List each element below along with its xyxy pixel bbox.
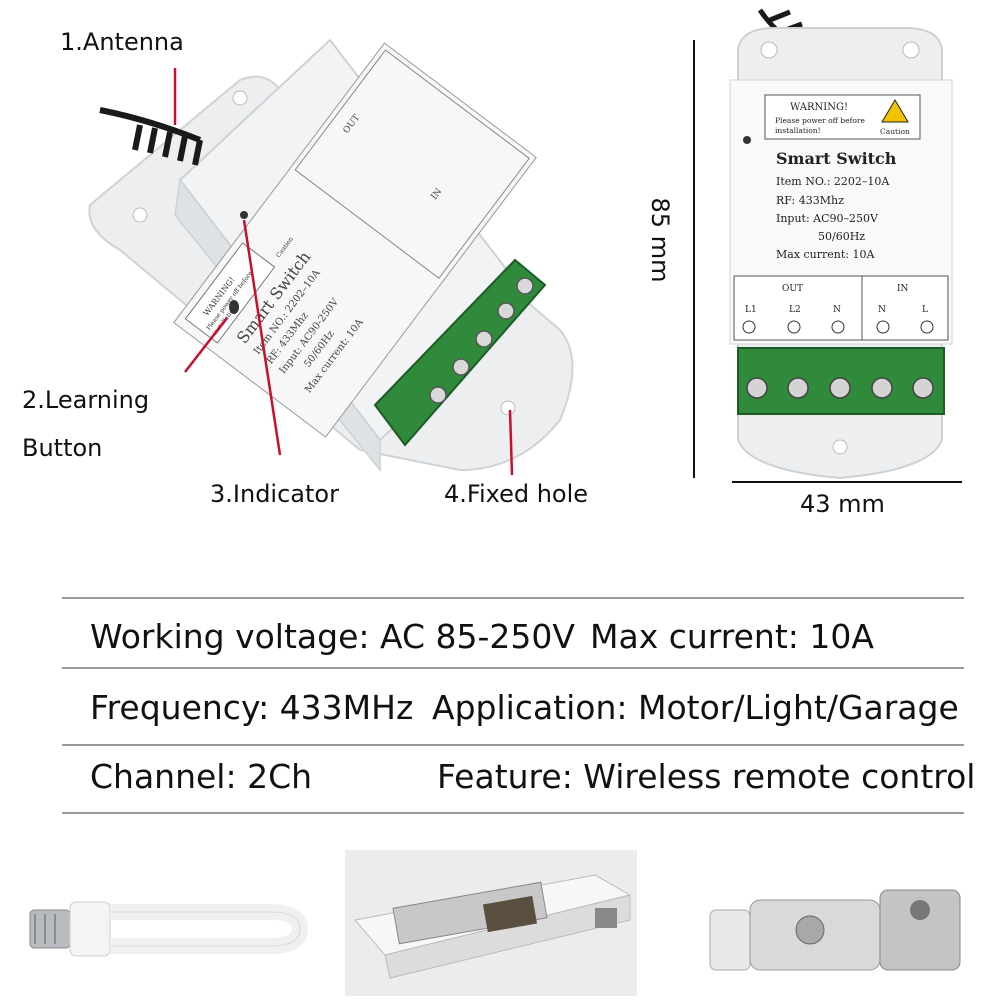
terminal-l2: L2: [789, 305, 801, 315]
spec-application: Application: Motor/Light/Garage: [432, 688, 959, 727]
product-name: Smart Switch: [776, 149, 897, 168]
mount-hole-left: [132, 207, 148, 223]
callout-antenna: 1.Antenna: [60, 28, 184, 56]
indicator-led: [240, 211, 248, 219]
fixed-hole-icon: [500, 400, 516, 416]
bottom-hole: [832, 439, 848, 455]
rf-spec: RF: 433Mhz: [776, 194, 844, 207]
product-photo-angled: WARNING! Please power off before install…: [88, 38, 574, 476]
terminal-l-in: L: [922, 305, 928, 315]
spec-rule-top: [62, 597, 964, 599]
product-front-view: WARNING! Please power off before install…: [693, 8, 962, 483]
mount-hole-top: [232, 90, 248, 106]
terminal-l1: L1: [745, 305, 757, 315]
warning-text1: Please power off before: [775, 116, 866, 125]
item-no: Item NO.: 2202–10A: [776, 175, 890, 188]
spec-feature: Feature: Wireless remote control: [437, 757, 976, 796]
dimension-height: 85 mm: [646, 197, 674, 283]
warning-title: WARNING!: [790, 102, 848, 113]
caution-text: Caution: [880, 127, 910, 136]
callout-learning-line1: 2.Learning: [22, 386, 150, 414]
top-hole: [760, 41, 778, 59]
garage-motor-image: [709, 889, 961, 971]
spec-rule-1: [62, 667, 964, 669]
learning-button: [229, 300, 239, 314]
warning-text2: installation!: [775, 126, 821, 135]
spec-rule-2: [62, 744, 964, 746]
freq-spec: 50/60Hz: [818, 230, 865, 243]
spec-working-voltage: Working voltage: AC 85-250V: [90, 617, 575, 656]
terminal-n-out: N: [833, 305, 841, 315]
caution-triangle-icon: [881, 99, 909, 123]
spec-frequency: Frequency: 433MHz: [90, 688, 414, 727]
out-label: OUT: [782, 284, 803, 294]
spec-rule-bottom: [62, 812, 964, 814]
in-label: IN: [897, 284, 909, 294]
max-current-spec: Max current: 10A: [776, 248, 875, 261]
callout-fixed-hole: 4.Fixed hole: [444, 480, 589, 508]
antenna-coil-icon: [99, 107, 203, 166]
top-hole-right: [902, 41, 920, 59]
input-spec: Input: AC90–250V: [776, 212, 879, 225]
dimension-width: 43 mm: [800, 490, 885, 518]
spec-max-current: Max current: 10A: [590, 617, 874, 656]
indicator-led: [743, 136, 751, 144]
terminal-n-in: N: [878, 305, 886, 315]
callout-indicator: 3.Indicator: [210, 480, 339, 508]
spec-channel: Channel: 2Ch: [90, 757, 313, 796]
cfl-bulb-image: [29, 901, 309, 957]
curtain-motor-image: [345, 850, 637, 996]
callout-learning-line2: Button: [22, 434, 103, 462]
